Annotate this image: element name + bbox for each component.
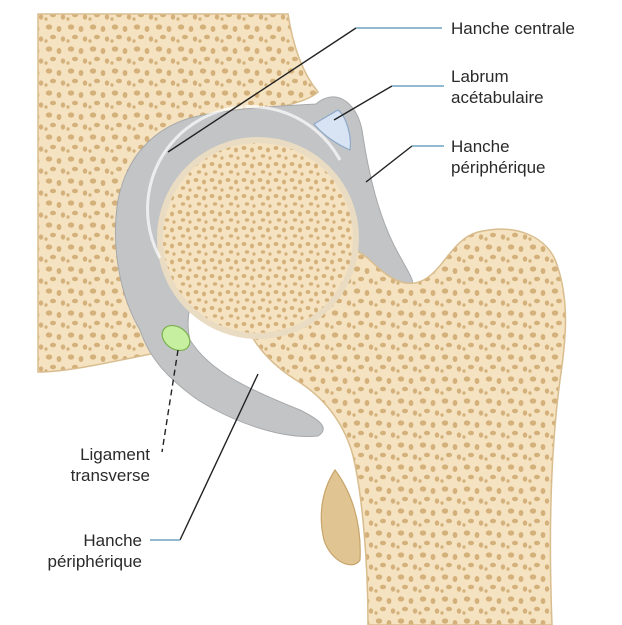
femoral-head bbox=[160, 140, 356, 336]
leader-peripheral-top bbox=[366, 146, 412, 182]
label-labrum-line1: Labrum bbox=[451, 66, 544, 87]
label-peripheral-bottom: Hanche périphérique bbox=[30, 530, 142, 572]
label-central-hip: Hanche centrale bbox=[451, 18, 575, 39]
label-labrum: Labrum acétabulaire bbox=[451, 66, 544, 108]
label-ligament-line1: Ligament bbox=[40, 444, 150, 465]
label-peripheral-bottom-line2: périphérique bbox=[30, 551, 142, 572]
label-ligament: Ligament transverse bbox=[40, 444, 150, 486]
label-labrum-line2: acétabulaire bbox=[451, 87, 544, 108]
label-central-hip-text: Hanche centrale bbox=[451, 18, 575, 39]
label-ligament-line2: transverse bbox=[40, 465, 150, 486]
label-peripheral-top-line1: Hanche bbox=[451, 136, 546, 157]
label-peripheral-bottom-line1: Hanche bbox=[30, 530, 142, 551]
label-peripheral-top-line2: périphérique bbox=[451, 157, 546, 178]
muscle-shape bbox=[321, 470, 360, 565]
label-peripheral-top: Hanche périphérique bbox=[451, 136, 546, 178]
